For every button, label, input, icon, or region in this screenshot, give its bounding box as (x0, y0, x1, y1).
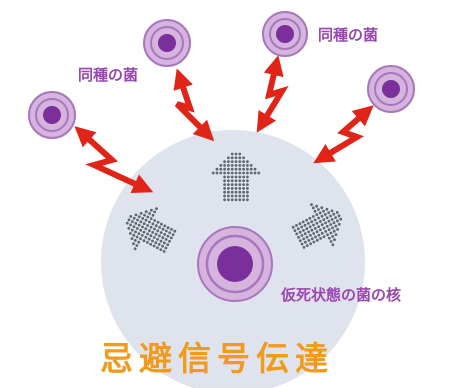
bacterium-icon (144, 20, 190, 66)
label-dormant-nucleus: 仮死状態の菌の核 (280, 286, 401, 304)
label-same-species-left: 同種の菌 (78, 66, 138, 84)
label-same-species-right: 同種の菌 (318, 26, 378, 44)
red-arrow-icon (177, 78, 207, 134)
bacterium-icon (368, 66, 414, 112)
bacterium-icon (29, 92, 75, 138)
red-arrow-icon (262, 65, 282, 124)
red-arrow-icon (322, 112, 366, 158)
diagram-title: 忌避信号伝達 (100, 339, 334, 378)
dormant-bacterium-nucleus (198, 227, 272, 301)
bacterium-icon (263, 12, 307, 56)
